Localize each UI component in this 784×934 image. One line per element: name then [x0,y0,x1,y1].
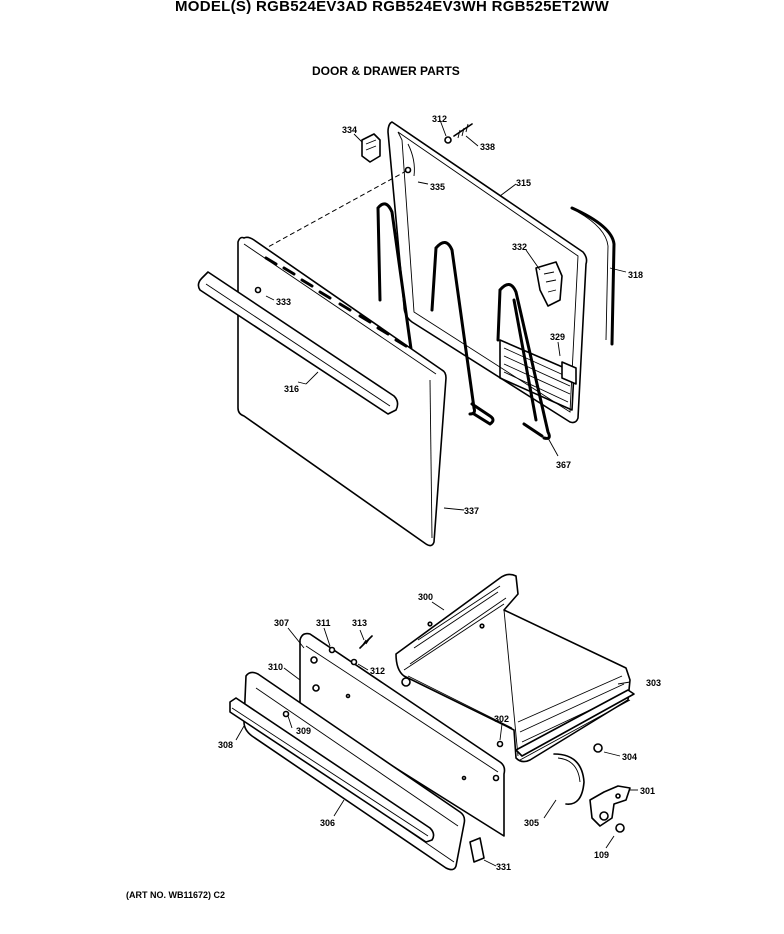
label-312-drawer: 312 [370,666,385,676]
door-vent-slots [264,256,408,348]
label-334: 334 [342,125,357,135]
door-handle [197,271,399,415]
label-367: 367 [556,460,571,470]
section-title: DOOR & DRAWER PARTS [312,64,460,78]
label-309: 309 [296,726,311,736]
label-332: 332 [512,242,527,252]
label-301: 301 [640,786,655,796]
door-inner-liner [387,121,588,424]
screw-302 [496,740,504,748]
screw-333 [254,286,262,294]
screw-309 [282,710,290,718]
label-329: 329 [550,332,565,342]
nut-109 [615,823,625,833]
drawer-rail-303 [515,689,635,761]
label-331: 331 [496,862,511,872]
washer-312-drawer [350,658,358,666]
drawer-handle [229,697,435,843]
label-308: 308 [218,740,233,750]
spring-305 [553,753,585,805]
part-labels: 334 312 338 335 315 333 332 318 329 316 … [218,114,661,872]
art-number: (ART NO. WB11672) C2 [126,890,226,900]
leader-lines [235,119,638,867]
label-310: 310 [268,662,283,672]
drawer-side-panel [299,632,506,837]
label-300: 300 [418,592,433,602]
door-outer-panel [237,236,447,547]
washer-312 [444,136,452,144]
label-312: 312 [432,114,447,124]
clip-331 [469,837,485,863]
washer-335 [404,166,412,174]
label-338: 338 [480,142,495,152]
bracket-301 [589,785,631,827]
label-303: 303 [646,678,661,688]
screw-311 [328,646,336,654]
label-318: 318 [628,270,643,280]
label-306: 306 [320,818,335,828]
screw-338 [453,123,473,139]
label-315: 315 [516,178,531,188]
label-311: 311 [316,618,331,628]
models-header: MODEL(S) RGB524EV3AD RGB524EV3WH RGB525E… [174,0,610,15]
label-109: 109 [594,850,609,860]
label-304: 304 [622,752,637,762]
label-302: 302 [494,714,509,724]
bracket-334 [361,133,381,163]
label-333: 333 [276,297,291,307]
label-335: 335 [430,182,445,192]
clip-332 [535,261,563,307]
label-337: 337 [464,506,479,516]
assembly-line-door [247,169,409,259]
screw-313 [359,635,373,649]
door-side-gasket [570,206,616,346]
label-307: 307 [274,618,289,628]
nut-304 [593,743,603,753]
label-313: 313 [352,618,367,628]
door-hinges [376,202,551,440]
label-305: 305 [524,818,539,828]
label-316: 316 [284,384,299,394]
drawer-body [395,573,631,763]
